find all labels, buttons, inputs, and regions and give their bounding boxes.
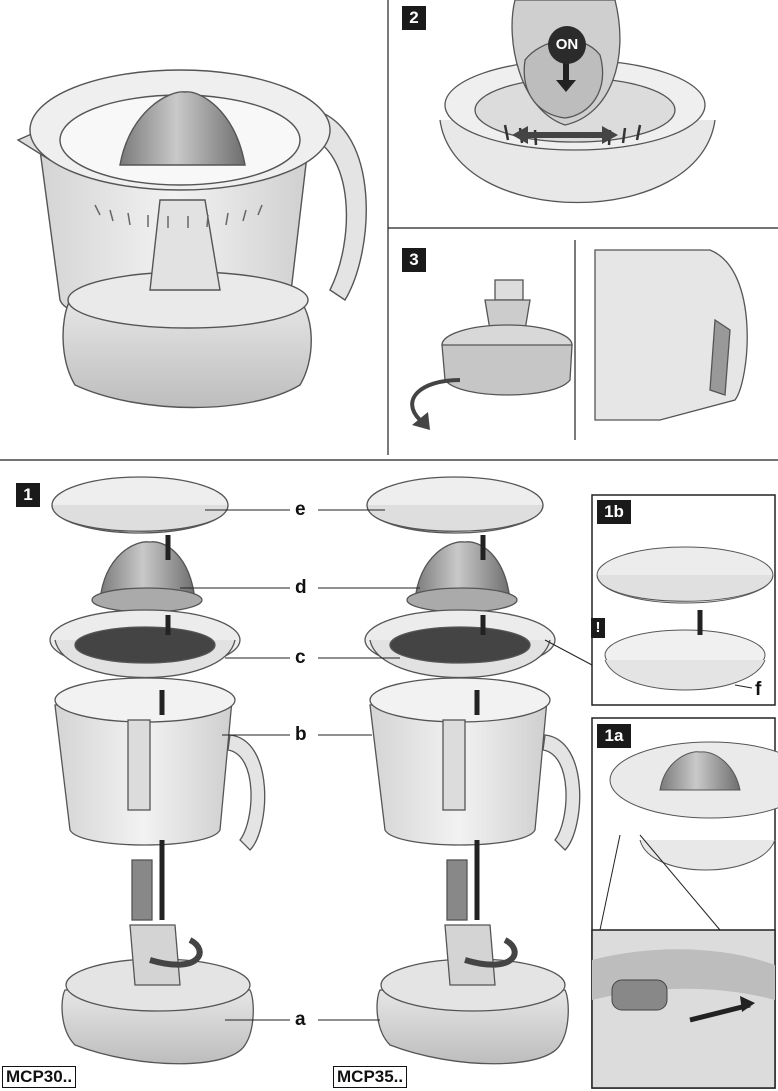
exploded-view-left bbox=[50, 477, 265, 1064]
fig1a-box bbox=[592, 718, 778, 1088]
part-label-c: c bbox=[295, 648, 306, 668]
figure-1-badge: 1 bbox=[16, 483, 40, 507]
part-label-b: b bbox=[295, 725, 307, 745]
exploded-view-right bbox=[365, 477, 580, 1064]
figure-3-badge: 3 bbox=[402, 248, 426, 272]
assembled-juicer bbox=[18, 70, 366, 408]
model-label-right: MCP35.. bbox=[333, 1066, 407, 1088]
part-label-d: d bbox=[295, 578, 307, 598]
figure-2-badge: 2 bbox=[402, 6, 426, 30]
part-label-f: f bbox=[755, 680, 761, 700]
fig3-illustration bbox=[412, 250, 747, 430]
on-button-icon: ON bbox=[548, 26, 586, 64]
fig1b-box bbox=[592, 495, 775, 705]
model-label-left: MCP30.. bbox=[2, 1066, 76, 1088]
figure-1a-badge: 1a bbox=[597, 724, 631, 748]
warning-icon: ! bbox=[591, 618, 605, 638]
figure-1b-badge: 1b bbox=[597, 500, 631, 524]
part-label-a: a bbox=[295, 1010, 306, 1030]
part-label-e: e bbox=[295, 500, 306, 520]
